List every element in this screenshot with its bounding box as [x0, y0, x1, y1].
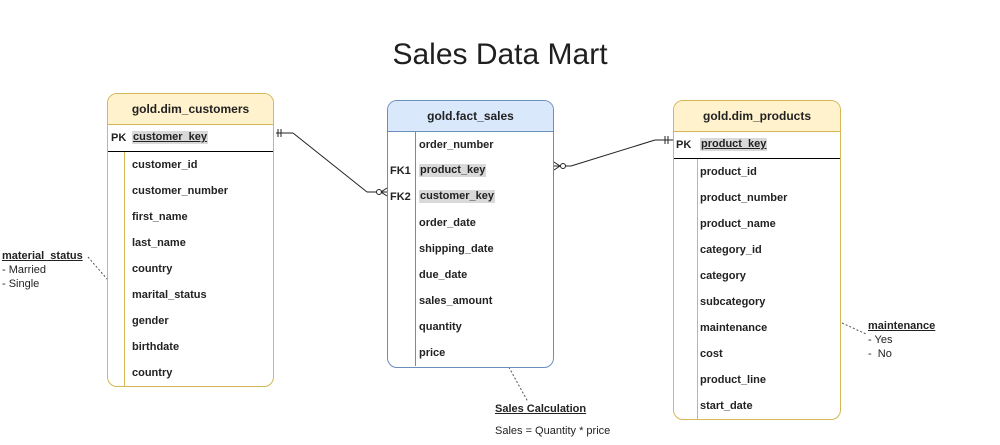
- order-date-field: order_date: [419, 217, 476, 229]
- marital-note-line: - Single: [2, 278, 40, 290]
- dim-products-table: gold.dim_products PK product_key product…: [673, 100, 841, 420]
- maintenance-field: maintenance: [700, 322, 768, 334]
- customer-number-field: customer_number: [132, 185, 228, 197]
- sales-amount-field: sales_amount: [419, 295, 493, 307]
- product-line-field: product_line: [700, 374, 767, 386]
- category-row: category: [674, 263, 840, 289]
- maintenance-note: maintenance - Yes - No: [868, 319, 935, 361]
- diagram-title: Sales Data Mart: [392, 38, 608, 71]
- subcategory-row: subcategory: [674, 289, 840, 315]
- sales-calc-title: Sales Calculation: [495, 403, 587, 415]
- due-date-row: due_date: [388, 262, 553, 288]
- dim-products-header: gold.dim_products: [674, 101, 840, 132]
- maintenance-note-line: - Yes: [868, 334, 893, 346]
- marital-status-note: material_status - Married - Single: [2, 249, 83, 291]
- start-date-row: start_date: [674, 393, 840, 419]
- marital-status-row: marital_status: [108, 282, 273, 308]
- pk-label: PK: [111, 132, 127, 144]
- key-label: FK1: [390, 165, 411, 177]
- country-field: country: [132, 367, 173, 379]
- shipping-date-field: shipping_date: [419, 243, 494, 255]
- cost-field: cost: [700, 348, 723, 360]
- gender-row: gender: [108, 308, 273, 334]
- marital-note-line: - Married: [2, 264, 47, 276]
- sales-calculation-note: Sales Calculation Sales = Quantity * pri…: [495, 402, 610, 438]
- product-key-field: product_key: [700, 138, 768, 151]
- country-row: country: [108, 256, 273, 282]
- cost-row: cost: [674, 341, 840, 367]
- price-row: price: [388, 340, 553, 366]
- gender-field: gender: [132, 315, 169, 327]
- category-id-row: category_id: [674, 237, 840, 263]
- product-id-row: product_id: [674, 159, 840, 185]
- dim-customers-table: gold.dim_customers PK customer_key custo…: [107, 93, 274, 387]
- sales-amount-row: sales_amount: [388, 288, 553, 314]
- order-date-row: order_date: [388, 210, 553, 236]
- sales-products-relationship: [553, 136, 673, 171]
- product-id-field: product_id: [700, 166, 757, 178]
- product-number-row: product_number: [674, 185, 840, 211]
- product-name-field: product_name: [700, 218, 776, 230]
- last-name-field: last_name: [132, 237, 186, 249]
- country-row: country: [108, 360, 273, 386]
- quantity-row: quantity: [388, 314, 553, 340]
- maintenance-note-line: - No: [868, 348, 892, 360]
- maintenance-row: maintenance: [674, 315, 840, 341]
- shipping-date-row: shipping_date: [388, 236, 553, 262]
- country-field: country: [132, 263, 173, 275]
- product-key-field: product_key: [419, 164, 487, 177]
- maintenance-note-title: maintenance: [868, 320, 936, 332]
- first-name-row: first_name: [108, 204, 273, 230]
- quantity-field: quantity: [419, 321, 462, 333]
- marital-note-title: material_status: [2, 250, 83, 262]
- order-number-field: order_number: [419, 139, 494, 151]
- customer-id-row: customer_id: [108, 152, 273, 178]
- product-name-row: product_name: [674, 211, 840, 237]
- marital-status-field: marital_status: [132, 289, 207, 301]
- birthdate-field: birthdate: [132, 341, 180, 353]
- pk-label: PK: [676, 139, 692, 151]
- due-date-field: due_date: [419, 269, 468, 281]
- birthdate-row: birthdate: [108, 334, 273, 360]
- product-number-field: product_number: [700, 192, 788, 204]
- customers-sales-relationship: [276, 129, 388, 197]
- order-number-row: order_number: [388, 132, 553, 158]
- customer-key-row: FK2 customer_key: [388, 184, 553, 210]
- category-id-field: category_id: [700, 244, 762, 256]
- product-key-row: FK1 product_key: [388, 158, 553, 184]
- product-line-row: product_line: [674, 367, 840, 393]
- category-field: category: [700, 270, 746, 282]
- price-field: price: [419, 347, 446, 359]
- customer-key-field: customer_key: [419, 190, 495, 203]
- key-label: FK2: [390, 191, 411, 203]
- subcategory-field: subcategory: [700, 296, 766, 308]
- first-name-field: first_name: [132, 211, 188, 223]
- last-name-row: last_name: [108, 230, 273, 256]
- dim-customers-pk-row: PK customer_key: [108, 125, 273, 152]
- dim-customers-header: gold.dim_customers: [108, 94, 273, 125]
- customer-key-field: customer_key: [132, 131, 208, 144]
- fact-sales-header: gold.fact_sales: [388, 101, 553, 132]
- customer-id-field: customer_id: [132, 159, 198, 171]
- dim-products-pk-row: PK product_key: [674, 132, 840, 159]
- start-date-field: start_date: [700, 400, 753, 412]
- customer-number-row: customer_number: [108, 178, 273, 204]
- sales-calc-formula: Sales = Quantity * price: [495, 425, 611, 437]
